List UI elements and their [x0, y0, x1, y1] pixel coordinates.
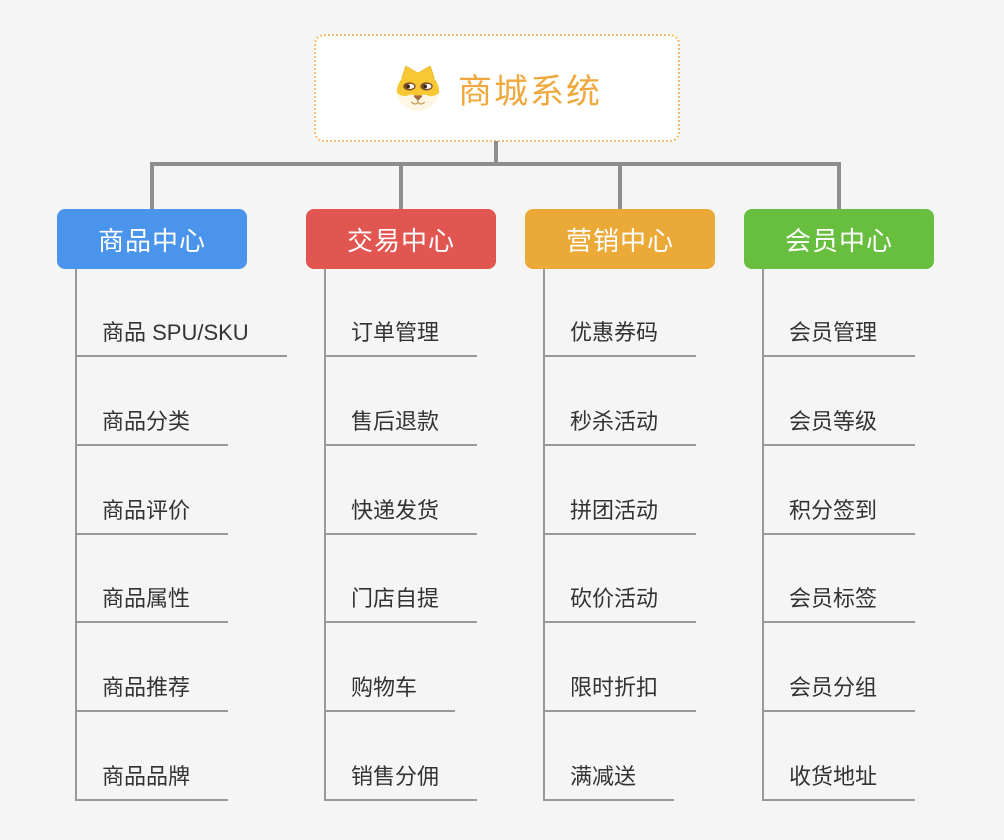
leaf-column: 会员管理会员等级积分签到会员标签会员分组收货地址 [762, 269, 1004, 803]
leaf-item[interactable]: 会员标签 [762, 582, 916, 623]
leaf-item[interactable]: 拼团活动 [543, 494, 697, 535]
leaf-item[interactable]: 购物车 [324, 671, 456, 712]
connector-drop [399, 162, 403, 209]
root-node[interactable]: 商城系统 [314, 34, 680, 142]
leaf-column: 商品 SPU/SKU 商品分类商品评价商品属性商品推荐商品品牌 [75, 269, 335, 803]
leaf-column: 优惠券码秒杀活动拼团活动砍价活动限时折扣满减送 [543, 269, 803, 803]
leaf-item[interactable]: 会员管理 [762, 316, 916, 357]
leaf-item[interactable]: 销售分佣 [324, 760, 478, 801]
shiba-dog-icon [396, 65, 440, 111]
connector-spine [543, 269, 545, 801]
leaf-item[interactable]: 会员等级 [762, 405, 916, 446]
leaf-item[interactable]: 商品分类 [75, 405, 229, 446]
branch-node[interactable]: 商品中心 [57, 209, 247, 269]
branch-node-label: 交易中心 [346, 225, 455, 256]
leaf-item[interactable]: 限时折扣 [543, 671, 697, 712]
leaf-item[interactable]: 收货地址 [762, 760, 916, 801]
connector-drop [150, 162, 154, 209]
leaf-item[interactable]: 快递发货 [324, 494, 478, 535]
connector-root-stem [494, 141, 498, 162]
connector-spine [75, 269, 77, 801]
connector-spine [324, 269, 326, 801]
connector-drop [837, 162, 841, 209]
branch-node-label: 商品中心 [97, 225, 206, 256]
connector-drop [618, 162, 622, 209]
connector-horizontal-bar [150, 162, 841, 166]
leaf-item[interactable]: 商品评价 [75, 494, 229, 535]
leaf-item[interactable]: 订单管理 [324, 316, 478, 357]
leaf-item[interactable]: 商品 SPU/SKU [75, 316, 287, 357]
branch-node[interactable]: 营销中心 [525, 209, 715, 269]
leaf-item[interactable]: 售后退款 [324, 405, 478, 446]
branch-node[interactable]: 交易中心 [306, 209, 496, 269]
leaf-item[interactable]: 优惠券码 [543, 316, 697, 357]
branch-node[interactable]: 会员中心 [744, 209, 934, 269]
root-node-label: 商城系统 [458, 72, 602, 111]
leaf-item[interactable]: 商品属性 [75, 582, 229, 623]
leaf-item[interactable]: 门店自提 [324, 582, 478, 623]
branch-node-label: 营销中心 [565, 225, 674, 256]
leaf-item[interactable]: 秒杀活动 [543, 405, 697, 446]
leaf-item[interactable]: 商品推荐 [75, 671, 229, 712]
leaf-item[interactable]: 积分签到 [762, 494, 916, 535]
leaf-item[interactable]: 会员分组 [762, 671, 916, 712]
leaf-item[interactable]: 商品品牌 [75, 760, 229, 801]
leaf-item[interactable]: 满减送 [543, 760, 675, 801]
leaf-item[interactable]: 砍价活动 [543, 582, 697, 623]
leaf-column: 订单管理售后退款快递发货门店自提购物车销售分佣 [324, 269, 584, 803]
branch-node-label: 会员中心 [784, 225, 893, 256]
connector-spine [762, 269, 764, 801]
